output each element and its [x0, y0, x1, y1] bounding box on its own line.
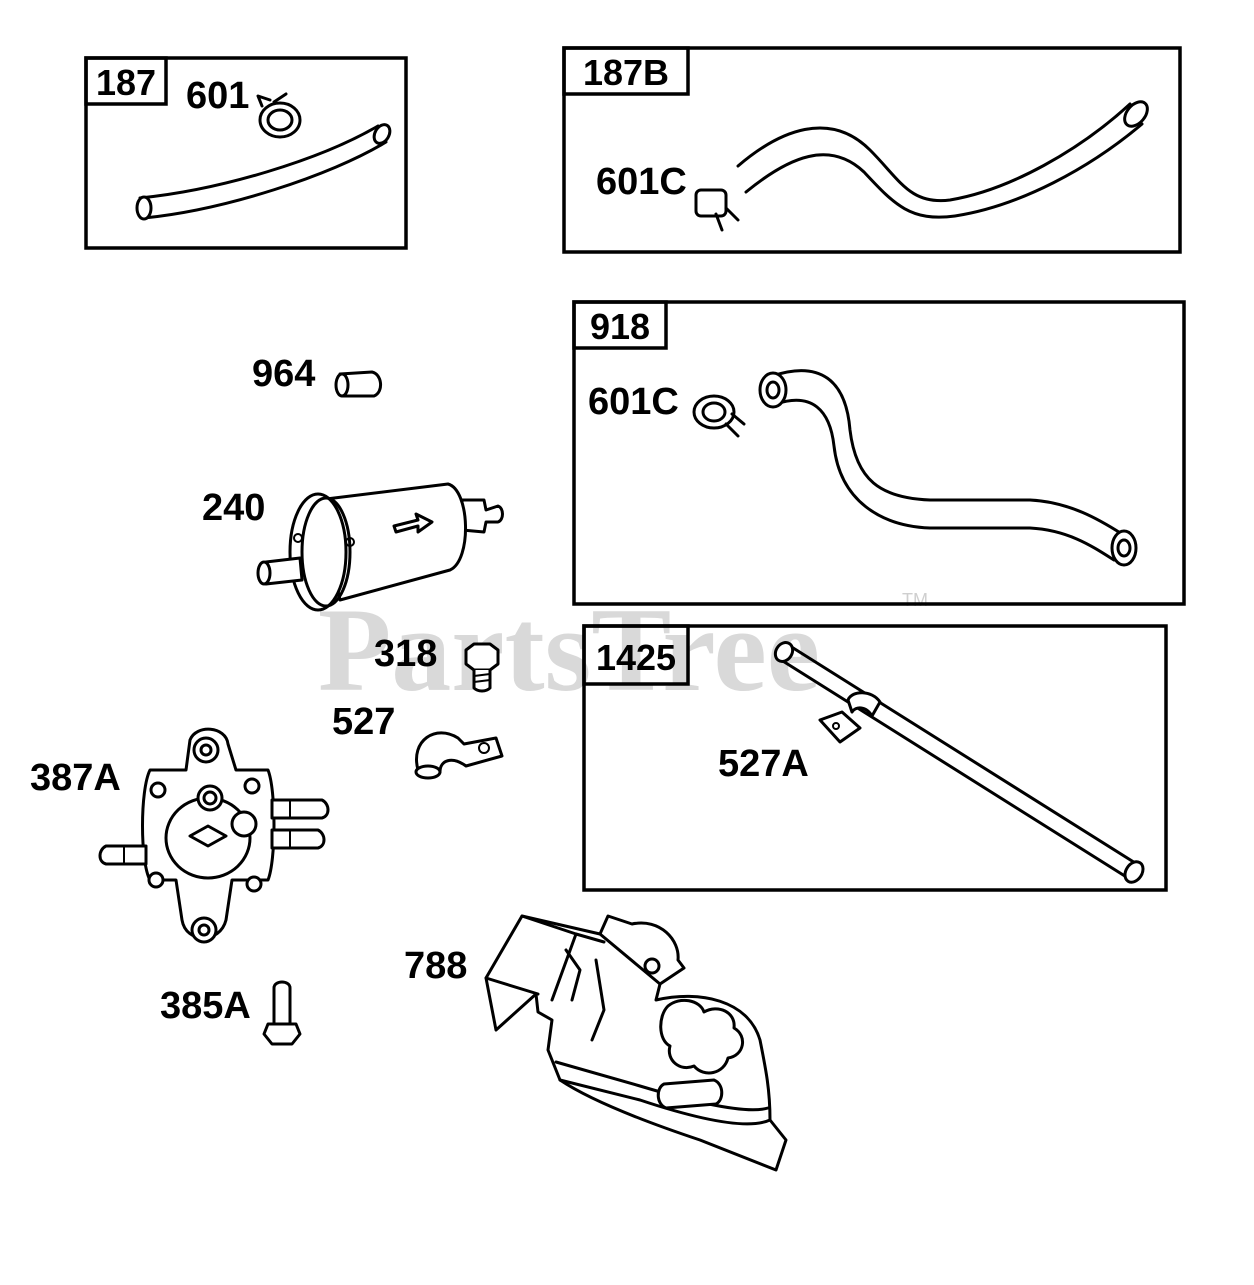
line-clip-icon [414, 731, 504, 780]
part-385a-label: 385A [160, 985, 251, 1027]
part-601c-label: 601C [596, 161, 687, 203]
part-527[interactable]: 527 [332, 701, 504, 780]
box-187b[interactable]: 187B 601C [562, 46, 1182, 254]
box-1425-label: 1425 [596, 637, 676, 678]
part-601c-label-2: 601C [588, 381, 679, 423]
box-187-label: 187 [96, 62, 156, 103]
box-918[interactable]: 918 601C [572, 300, 1186, 606]
fuel-hose-icon [135, 123, 392, 221]
part-964[interactable]: 964 [252, 353, 382, 398]
box-187[interactable]: 187 601 [84, 56, 408, 250]
fuel-hose-icon [758, 369, 1138, 567]
part-318[interactable]: 318 [374, 633, 500, 693]
hose-clamp-icon [692, 394, 746, 438]
bolt-icon [262, 980, 302, 1046]
box-918-label: 918 [590, 306, 650, 347]
bracket-icon [484, 914, 788, 1172]
line-clip-icon [818, 691, 882, 744]
fuel-hose-icon [736, 100, 1149, 219]
fuel-pump-icon [98, 727, 330, 944]
watermark-trademark: TM [902, 590, 928, 610]
part-964-label: 964 [252, 353, 315, 395]
screw-icon [464, 642, 500, 693]
part-527a-label: 527A [718, 743, 809, 785]
part-240[interactable]: 240 [202, 482, 504, 612]
box-1425[interactable]: 1425 527A [582, 624, 1168, 892]
hose-clamp-icon [694, 188, 740, 232]
part-387a-label: 387A [30, 757, 121, 799]
part-788[interactable]: 788 [404, 914, 788, 1172]
part-788-label: 788 [404, 945, 467, 987]
part-527-label: 527 [332, 701, 395, 743]
fuel-plug-icon [334, 370, 382, 398]
part-387a[interactable]: 387A [30, 727, 330, 944]
part-318-label: 318 [374, 633, 437, 675]
hose-clamp-icon [256, 92, 302, 139]
part-240-label: 240 [202, 487, 265, 529]
box-187b-label: 187B [583, 52, 669, 93]
part-601-label: 601 [186, 75, 249, 117]
fuel-line-icon [773, 641, 1145, 884]
part-385a[interactable]: 385A [160, 980, 302, 1046]
fuel-filter-icon [256, 482, 504, 612]
